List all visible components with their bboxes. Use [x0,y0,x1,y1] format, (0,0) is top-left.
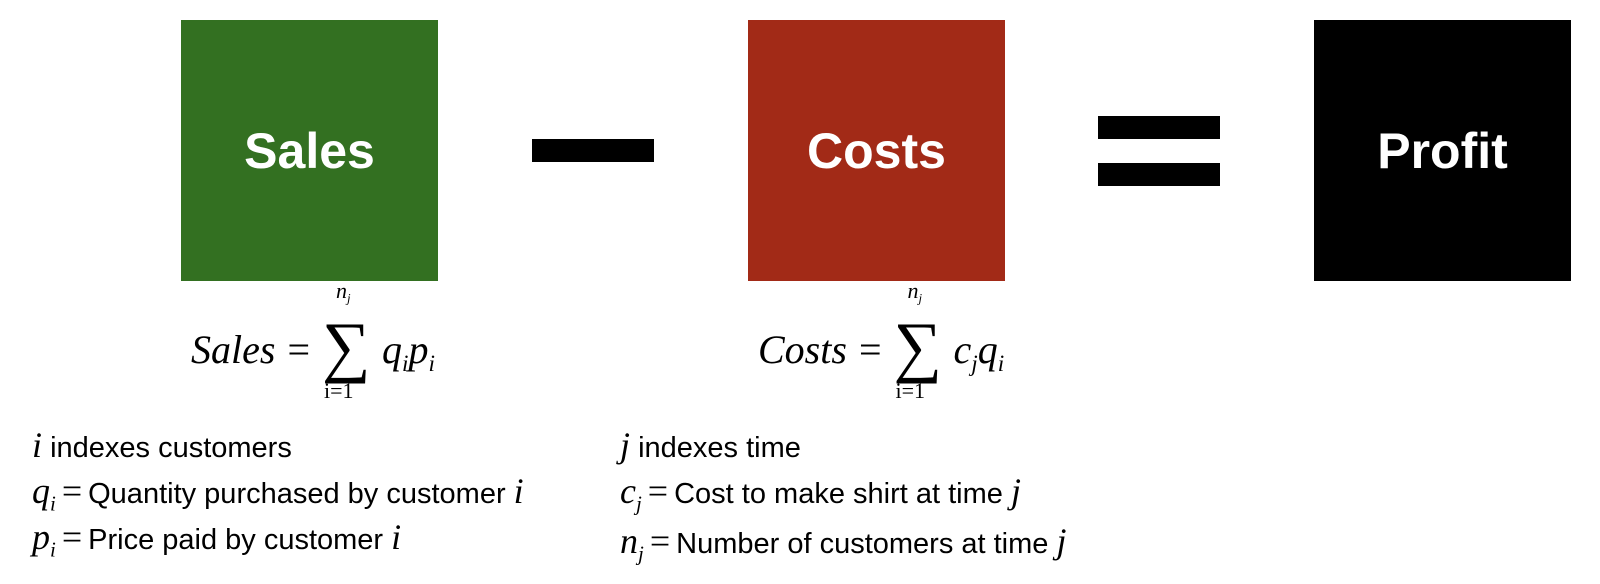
equals-operator-top [1098,116,1220,139]
sales-sum: ∑nj i=1 [322,278,376,403]
profit-box-label: Profit [1377,122,1508,179]
definition-q: qi=Quantity purchased by customer i [32,471,524,516]
definition-p: pi=Price paid by customer i [32,517,402,562]
costs-sum: ∑nj i=1 [894,278,948,403]
sales-formula-lhs: Sales [191,327,276,372]
costs-formula-lhs: Costs [758,327,847,372]
definition-c: cj=Cost to make shirt at time j [620,471,1021,516]
costs-formula: Costs=∑nj i=1 cjqi [758,278,1005,403]
sales-sum-lower: i=1 [324,377,354,403]
sales-formula-term: qipi [382,327,435,378]
sales-box-label: Sales [244,122,375,179]
sales-formula-equals: = [287,327,310,372]
costs-sum-lower: i=1 [895,377,926,403]
costs-sum-upper: nj [907,277,923,306]
costs-box-label: Costs [807,122,946,179]
definition-i: i indexes customers [32,425,292,465]
sales-formula: Sales= ∑nj i=1 qipi [191,278,435,403]
minus-operator [532,139,654,162]
definition-n: nj=Number of customers at time j [620,521,1067,566]
definition-j: j indexes time [620,425,801,465]
equals-operator-bottom [1098,163,1220,186]
costs-box: Costs [748,20,1005,281]
profit-box: Profit [1314,20,1571,281]
sales-box: Sales [181,20,438,281]
costs-formula-equals: = [858,327,882,372]
sigma-icon: ∑ [893,307,942,384]
sigma-icon: ∑ [322,307,371,384]
costs-formula-term: cjqi [953,327,1005,378]
sales-sum-upper: nj [336,277,351,306]
